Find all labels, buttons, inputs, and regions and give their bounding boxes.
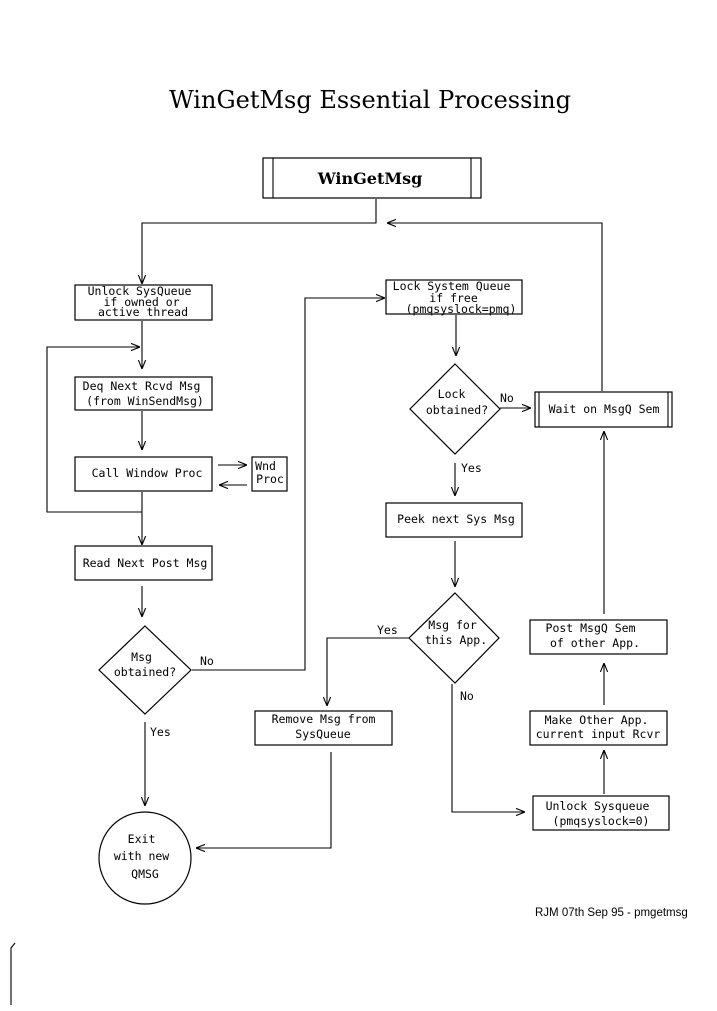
deq-next-line-2: (from WinSendMsg) [86,394,204,408]
lock-system-queue-line-1: Lock System Queue [393,279,511,293]
wait-msgq-sem-box: Wait on MsgQ Sem [534,391,673,428]
unlock-sysqueue-line-2: if owned or [103,295,179,309]
wnd-proc-line-2: Proc [256,472,284,486]
msg-for-app-line-2: this App. [425,633,487,647]
app-no-label: No [460,689,474,703]
svg-text:Exit with new QMSG: Exit with new QMSG [114,832,176,881]
unlock-sysqueue2-box: Unlock Sysqueue (pmqsyslock=0) [532,795,670,831]
unlock-sysqueue-line-1: Unlock SysQueue [88,284,192,298]
svg-text:Deq Next Rcvd Msg (from: Deq Next Rcvd Msg (from WinSendMsg) [83,379,208,408]
start-node: WinGetMsg [262,157,482,199]
remove-to-exit-arrow [196,752,332,848]
read-next-post-label: Read Next Post Msg [83,556,208,570]
read-next-post-box: Read Next Post Msg [74,545,213,581]
margin-mark [10,942,16,1005]
msg-obtained-line-1: Msg [131,650,152,664]
lock-system-queue-line-3: (pmqsyslock=pmq) [406,302,517,316]
msg-for-app-decision: Msg for this App. [408,592,500,684]
remove-msg-line-1: Remove Msg from [272,712,376,726]
call-window-proc-box: Call Window Proc [74,456,213,492]
post-msgq-line-1: Post MsgQ Sem [546,621,636,635]
lock-system-queue-box: Lock System Queue if free (pmqsyslock=pm… [385,279,523,316]
svg-text:Unlock SysQueue if owned: Unlock SysQueue if owned or active threa… [88,284,199,319]
lock-obtained-decision: Lock obtained? [409,363,501,455]
peek-next-label: Peek next Sys Msg [397,512,515,526]
unlock-sysqueue-line-3: active thread [98,305,188,319]
app-yes-arrow [327,637,409,706]
svg-text:Msg obtained?: Msg obtained? [114,650,176,679]
make-other-line-2: current input Rcvr [536,727,661,741]
call-window-proc-label: Call Window Proc [92,466,203,480]
lock-obtained-line-2: obtained? [426,403,488,417]
svg-text:Make Other App. current: Make Other App. current input Rcvr [536,713,661,741]
wait-msgq-sem-label: Wait on MsgQ Sem [549,402,660,416]
unlock-sysqueue-box: Unlock SysQueue if owned or active threa… [74,284,213,321]
post-msgq-line-2: of other App. [550,636,640,650]
msg-no-label: No [200,654,214,668]
svg-text:Unlock Sysqueue (pmqsysl: Unlock Sysqueue (pmqsyslock=0) [546,799,657,828]
msg-yes-label: Yes [150,725,171,739]
connectors [46,199,604,848]
msg-obtained-decision: Msg obtained? [98,625,192,715]
make-other-box: Make Other App. current input Rcvr [529,710,668,746]
msg-obtained-line-2: obtained? [114,665,176,679]
svg-text:Msg for this App.: Msg for this App. [425,618,487,647]
lock-obtained-line-1: Lock [438,387,466,401]
unlock-sysqueue2-line-1: Unlock Sysqueue [546,799,650,813]
start-label: WinGetMsg [317,169,423,188]
start-to-unlock-arrow [142,199,377,284]
svg-text:Wnd Proc: Wnd Proc [255,459,284,486]
app-yes-label: Yes [377,623,398,637]
svg-text:Remove Msg from SysQueue: Remove Msg from SysQueue [272,712,383,741]
wnd-proc-line-1: Wnd [255,459,276,473]
diagram-title: WinGetMsg Essential Processing [169,86,571,114]
remove-msg-line-2: SysQueue [295,727,350,741]
credit-text: RJM 07th Sep 95 - pmgetmsg [535,907,688,919]
post-msgq-box: Post MsgQ Sem of other App. [529,619,668,655]
unlock-sysqueue2-line-2: (pmqsyslock=0) [553,814,650,828]
exit-line-3: QMSG [131,867,159,881]
lock-system-queue-line-2: if free [429,291,478,305]
remove-msg-box: Remove Msg from SysQueue [254,710,393,746]
wait-loop-arrow [387,223,603,391]
loop-back-arrow [46,347,142,513]
exit-line-2: with new [114,849,169,863]
svg-text:Lock obtained?: Lock obtained? [426,387,488,417]
msg-no-arrow [192,298,385,671]
lock-yes-label: Yes [461,461,482,475]
wnd-proc-box: Wnd Proc [251,456,288,492]
svg-text:Post MsgQ Sem of other A: Post MsgQ Sem of other App. [546,621,643,650]
app-no-arrow [451,684,525,812]
deq-next-line-1: Deq Next Rcvd Msg [83,379,201,393]
exit-node: Exit with new QMSG [98,811,192,905]
peek-next-box: Peek next Sys Msg [385,502,523,538]
exit-line-1: Exit [128,832,156,846]
lock-no-label: No [500,391,514,405]
make-other-line-1: Make Other App. [545,713,649,727]
deq-next-box: Deq Next Rcvd Msg (from WinSendMsg) [74,376,213,411]
svg-text:Lock System Queue if fre: Lock System Queue if free (pmqsyslock=pm… [393,279,518,316]
msg-for-app-line-1: Msg for [428,618,477,632]
